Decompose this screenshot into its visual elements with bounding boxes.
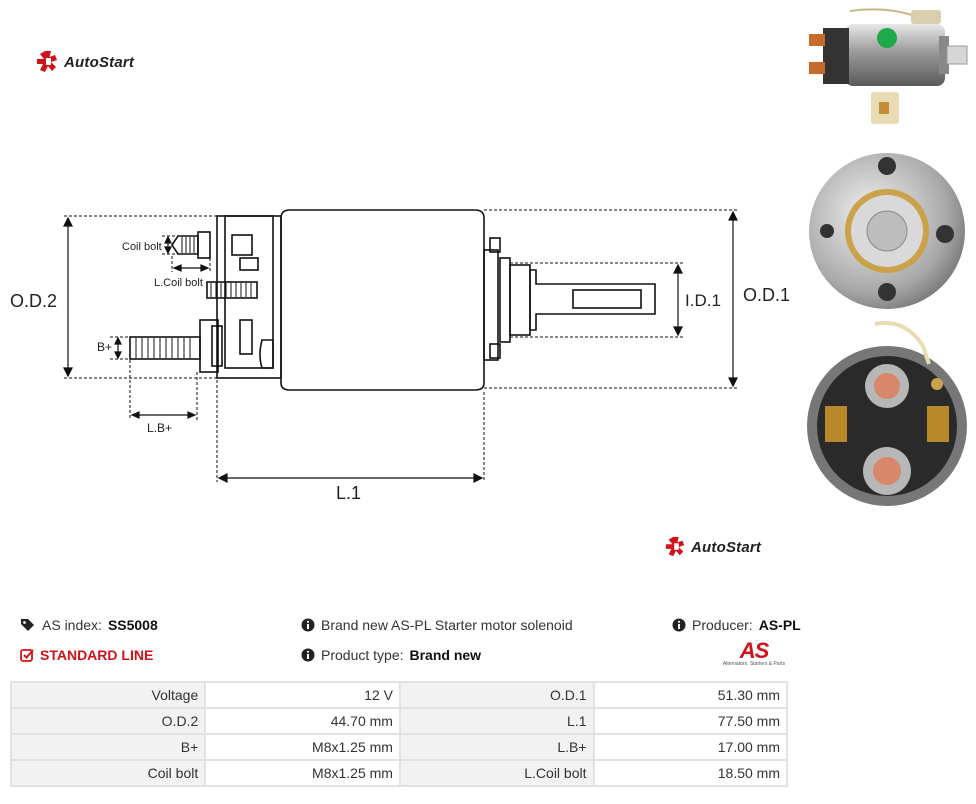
product-description: Brand new AS-PL Starter motor solenoid bbox=[301, 617, 573, 633]
check-square-icon bbox=[20, 649, 34, 662]
spec-label: B+ bbox=[9, 733, 207, 761]
od2-label: O.D.2 bbox=[10, 291, 57, 311]
product-type-value: Brand new bbox=[409, 647, 482, 663]
producer-value: AS-PL bbox=[758, 617, 801, 633]
spec-value: M8x1.25 mm bbox=[204, 759, 401, 787]
spec-label: O.D.1 bbox=[398, 681, 595, 709]
spec-label: Voltage bbox=[9, 681, 207, 709]
autostart-logo-text: AutoStart bbox=[691, 538, 762, 556]
spec-value: 17.00 mm bbox=[592, 733, 789, 761]
id1-label: I.D.1 bbox=[685, 291, 721, 310]
spec-value: M8x1.25 mm bbox=[204, 733, 401, 761]
od1-label: O.D.1 bbox=[743, 285, 790, 305]
spec-label: O.D.2 bbox=[9, 707, 207, 735]
description-text: Brand new AS-PL Starter motor solenoid bbox=[321, 617, 573, 633]
as-index-label: AS index: bbox=[42, 617, 102, 633]
autostart-logo-icon bbox=[665, 536, 685, 557]
spec-value: 51.30 mm bbox=[592, 681, 789, 709]
solenoid-side-photo bbox=[809, 8, 968, 124]
autostart-logo: AutoStart bbox=[36, 50, 134, 74]
product-type: Product type: Brand new bbox=[301, 647, 481, 663]
producer-label: Producer: bbox=[692, 617, 753, 633]
autostart-logo-secondary: AutoStart bbox=[665, 536, 761, 558]
spec-value: 44.70 mm bbox=[204, 707, 401, 735]
b-plus-label: B+ bbox=[97, 340, 112, 354]
info-circle-icon bbox=[301, 648, 315, 662]
as-pl-logo-tagline: Alternators, Starters & Parts bbox=[722, 661, 786, 667]
product-type-label: Product type: bbox=[321, 647, 404, 663]
l1-label: L.1 bbox=[336, 483, 361, 503]
spec-label: L.B+ bbox=[398, 733, 595, 761]
as-pl-logo-mark: AS bbox=[739, 638, 770, 663]
spec-value: 12 V bbox=[204, 681, 401, 709]
tags-icon bbox=[21, 619, 34, 631]
autostart-logo-text: AutoStart bbox=[64, 53, 135, 71]
spec-value: 18.50 mm bbox=[592, 759, 789, 787]
solenoid-front-photo bbox=[809, 153, 965, 309]
standard-line-text: STANDARD LINE bbox=[40, 647, 154, 663]
l-coil-bolt-label: L.Coil bolt bbox=[154, 277, 203, 289]
info-circle-icon bbox=[672, 618, 686, 632]
spec-label: L.1 bbox=[398, 707, 595, 735]
producer: Producer: AS-PL bbox=[672, 617, 801, 633]
spec-value: 77.50 mm bbox=[592, 707, 789, 735]
as-pl-logo: AS Alternators, Starters & Parts bbox=[716, 638, 792, 668]
standard-line-badge: STANDARD LINE bbox=[20, 647, 153, 663]
solenoid-technical-drawing: O.D.2 O.D.1 I.D.1 L.1 L.B+ B+ Coil bolt … bbox=[10, 209, 790, 503]
spec-label: L.Coil bolt bbox=[398, 759, 595, 787]
autostart-logo-icon bbox=[37, 51, 57, 72]
as-index-value: SS5008 bbox=[107, 617, 158, 633]
solenoid-rear-photo bbox=[807, 321, 967, 506]
spec-label: Coil bolt bbox=[9, 759, 207, 787]
coil-bolt-label: Coil bolt bbox=[122, 241, 162, 253]
info-circle-icon bbox=[301, 618, 315, 632]
lb-plus-label: L.B+ bbox=[147, 421, 172, 435]
as-index: AS index: SS5008 bbox=[20, 617, 158, 633]
